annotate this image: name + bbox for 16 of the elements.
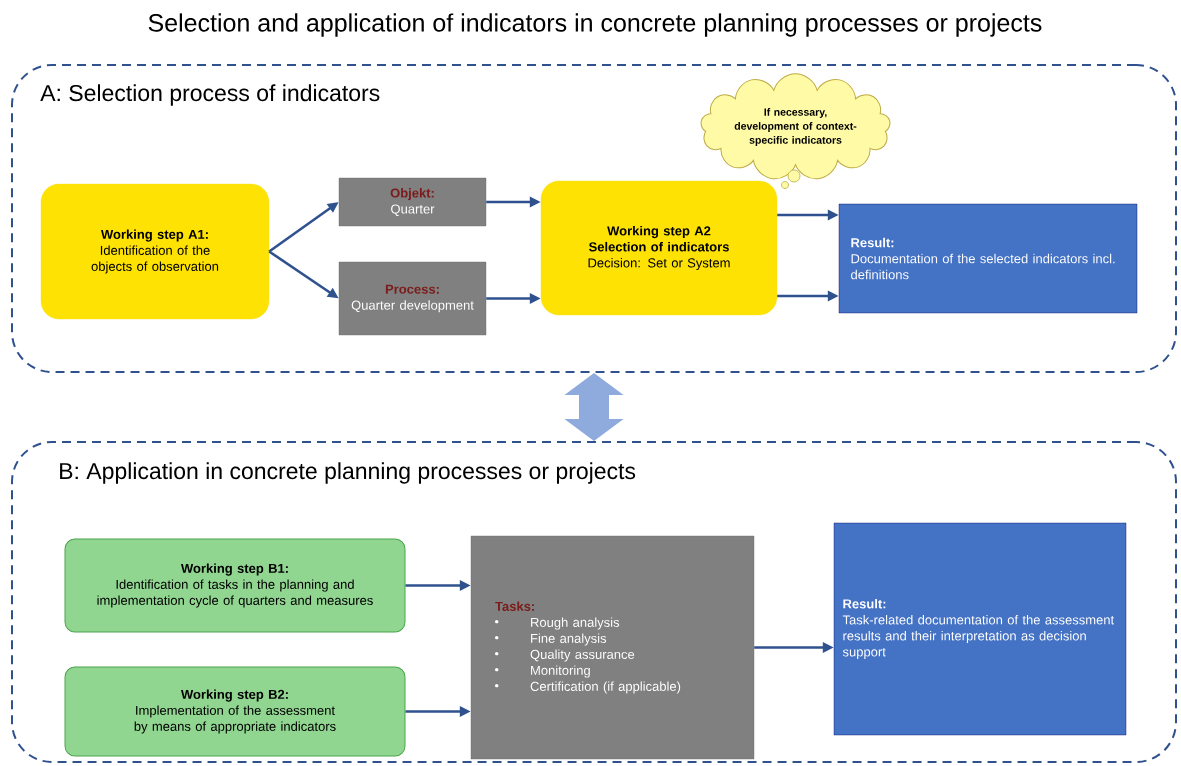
category-box: Process: Quarter development [338,261,487,336]
process-box: Working step B2: Implementation of the assessment by means of appropriate indicators [64,666,406,757]
thought-cloud: If necessary, development of context-specific indicators [700,73,891,189]
section-heading: A: Selection process of indicators [40,84,380,106]
section-panel [11,64,1177,373]
result-box: Result: Documentation of the selected indicators incl. definitions [838,203,1138,314]
task-list-box: Tasks: Rough analysis Fine analysis Quality assurance Monitoring Certification (if applicable) [470,535,755,760]
section-panel [11,441,1177,763]
process-box: Working step A2 Selection of indicators Decision: Set or System [540,180,778,316]
process-box: Working step B1: Identification of tasks in the planning and implementation cycle of quarters and measures [64,538,406,633]
double-block-arrow [564,373,624,441]
process-box: Working step A1: Identification of the objects of observation [40,183,270,320]
category-box: Objekt: Quarter [338,177,487,227]
title: Selection and application of indicators in concrete planning processes or projects [148,13,1042,37]
section-heading: B: Application in concrete planning processes or projects [60,462,636,484]
result-box: Result: Task-related documentation of the assessment results and their interpretation as decision support [833,522,1127,736]
